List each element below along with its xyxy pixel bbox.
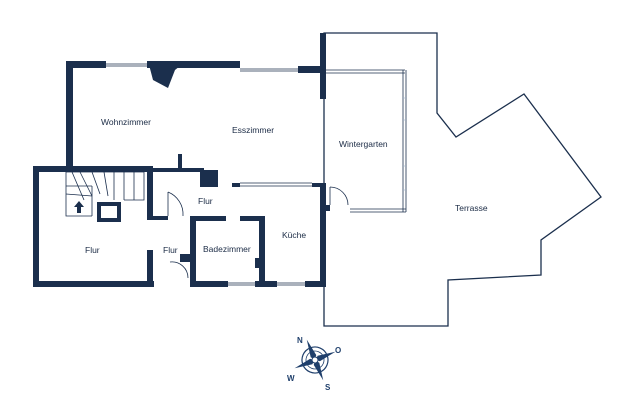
wintergarten-glazing <box>324 69 407 213</box>
compass-east-label: O <box>335 346 341 355</box>
room-label-wohnzimmer: Wohnzimmer <box>101 117 151 127</box>
room-label-esszimmer: Esszimmer <box>232 125 274 135</box>
room-label-flur-oben: Flur <box>198 196 213 206</box>
compass-rose-icon <box>294 339 336 381</box>
compass-south-label: S <box>325 383 331 392</box>
room-label-badezimmer: Badezimmer <box>203 244 251 254</box>
room-label-flur-links: Flur <box>85 245 100 255</box>
doors <box>167 186 349 279</box>
room-label-wintergarten: Wintergarten <box>339 139 388 149</box>
windows <box>35 63 312 286</box>
room-label-terrasse: Terrasse <box>455 203 488 213</box>
room-label-flur-mitte: Flur <box>163 245 178 255</box>
room-label-kueche: Küche <box>282 230 306 240</box>
terrace-outline <box>323 32 602 327</box>
compass-north-label: N <box>297 336 303 345</box>
wintergarten-glazing-ticks <box>403 97 406 191</box>
stair-arrow-icon <box>74 201 84 213</box>
staircase <box>65 171 145 217</box>
compass-west-label: W <box>287 374 295 383</box>
